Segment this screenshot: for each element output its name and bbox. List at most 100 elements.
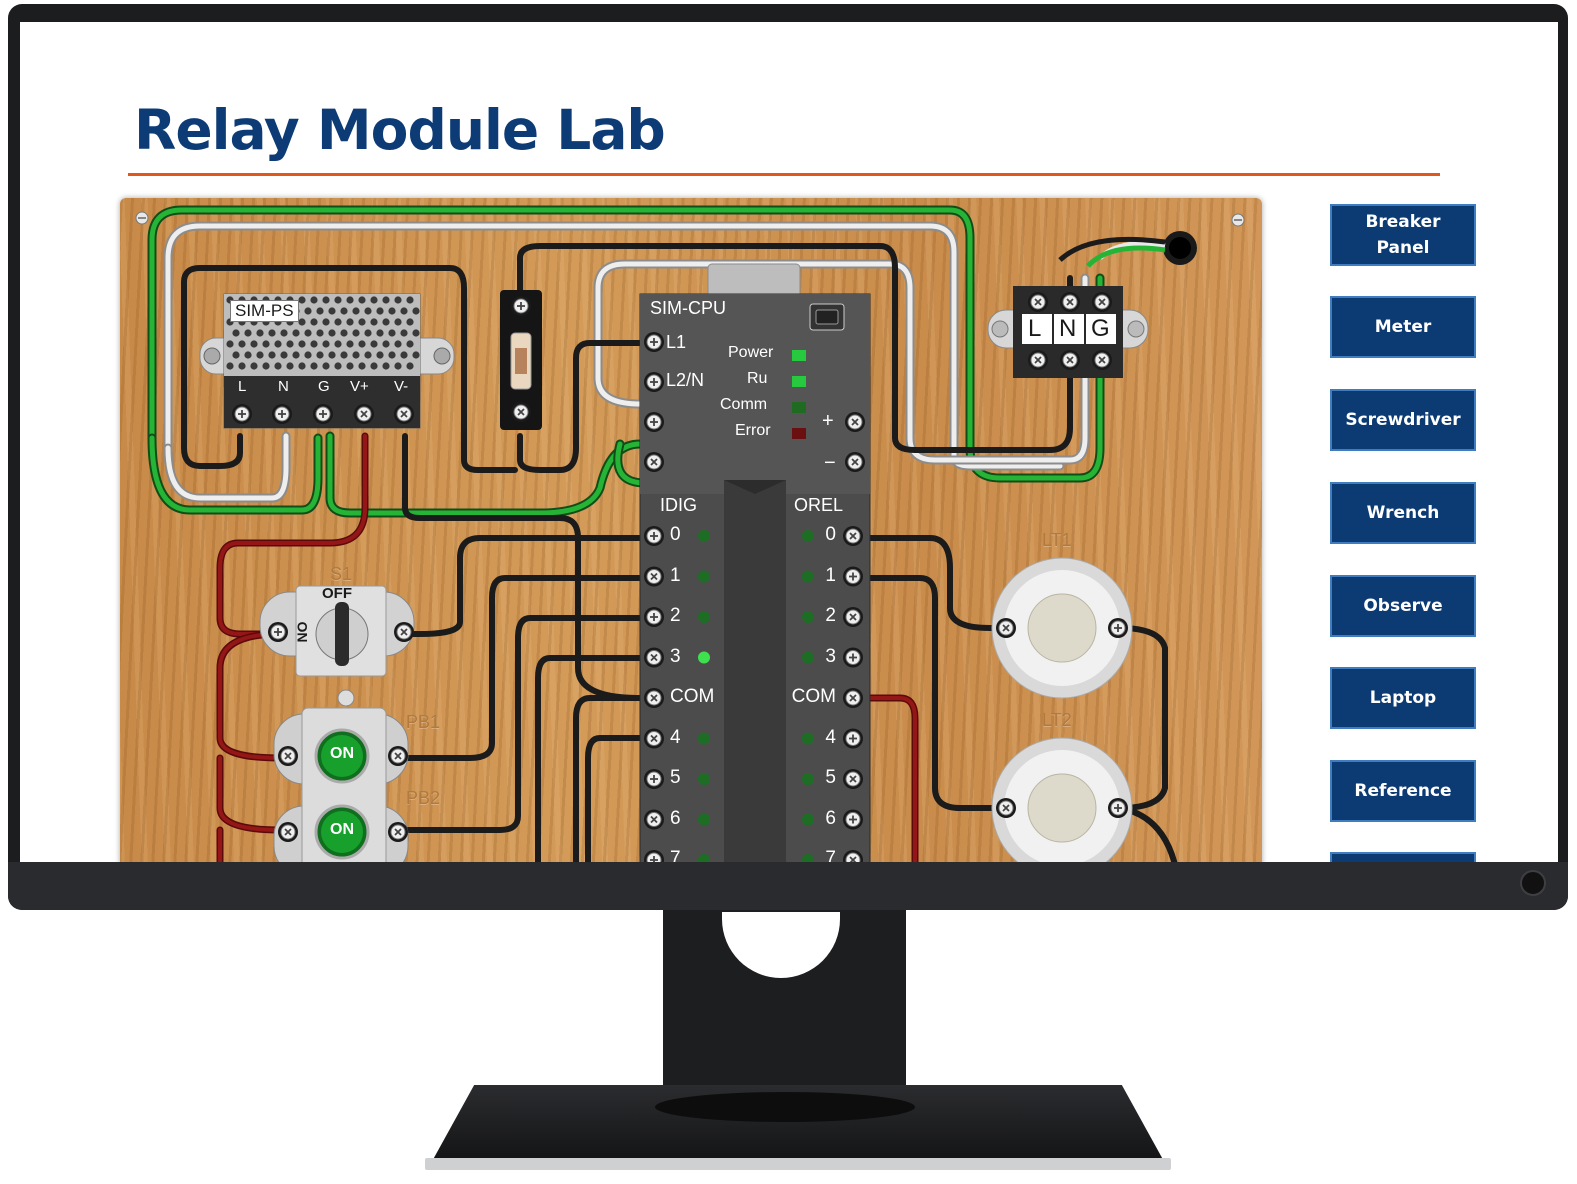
pilot-light-lt1 [991, 557, 1133, 699]
ps-terminal-label: L [238, 378, 247, 395]
input-led-icon [698, 611, 710, 623]
wiring-diagram [135, 205, 1245, 862]
terminal-screw-plus-icon [644, 332, 664, 352]
ps-terminal-label: N [278, 378, 289, 395]
breaker-panel-button[interactable]: Breaker Panel [1330, 204, 1476, 266]
monitor-bottom-edge [8, 862, 1568, 910]
page-title: Relay Module Lab [134, 98, 666, 162]
terminal-screw-icon [1060, 350, 1080, 370]
output-led-icon [802, 570, 814, 583]
status-led-icon [792, 350, 806, 361]
orel-point-label: 5 [825, 767, 836, 788]
input-led-icon [698, 570, 710, 583]
terminal-screw-icon [354, 404, 374, 424]
light-lt1-tag: LT1 [1042, 530, 1072, 550]
idig-point-label: 7 [670, 848, 681, 862]
terminal-screw-icon [644, 566, 664, 587]
idig-point-label: 1 [670, 564, 681, 586]
terminal-screw-icon [644, 452, 664, 472]
status-label-comm: Comm [720, 396, 768, 413]
status-led-icon [792, 428, 806, 439]
laptop-button[interactable]: Laptop [1330, 667, 1476, 729]
terminal-screw-icon [1028, 292, 1048, 312]
terminal-screw-icon [1092, 292, 1112, 312]
terminal-screw-icon [843, 769, 863, 789]
input-led-icon [698, 651, 710, 664]
terminal-screw-plus-icon [268, 622, 288, 642]
pb1-on-button[interactable]: ON [330, 745, 354, 762]
terminal-screw-icon [278, 746, 298, 766]
stand-foot-shadow [655, 1092, 915, 1122]
terminal-screw-plus-icon [1108, 798, 1128, 818]
more-button[interactable] [1330, 852, 1476, 862]
output-led-icon [802, 854, 814, 862]
output-led-icon [802, 651, 814, 664]
output-led-icon [802, 813, 814, 826]
sim-cpu-module [639, 263, 871, 862]
pb2-on-button[interactable]: ON [330, 821, 354, 838]
terminal-screw-icon [1092, 350, 1112, 370]
terminal-screw-plus-icon [843, 647, 863, 668]
status-label-error: Error [735, 422, 771, 439]
input-led-icon [698, 530, 710, 542]
terminal-screw-icon [511, 402, 531, 422]
pb1-tag: PB1 [406, 712, 441, 732]
terminal-screw-icon [644, 809, 664, 830]
terminal-screw-icon [845, 412, 865, 432]
board-screw-icon [1231, 213, 1245, 227]
idig-point-label: 4 [670, 726, 681, 748]
pb2-tag: PB2 [406, 788, 441, 808]
output-led-icon [802, 530, 814, 542]
terminal-screw-plus-icon [644, 850, 664, 862]
power-supply-label: SIM-PS [230, 300, 299, 322]
cpu-input-l1: L1 [666, 332, 687, 352]
observe-button[interactable]: Observe [1330, 575, 1476, 637]
terminal-screw-plus-icon [843, 566, 863, 587]
status-label-run: Ru [747, 370, 768, 387]
terminal-screw-plus-icon [644, 412, 664, 432]
terminal-screw-plus-icon [644, 526, 664, 546]
terminal-screw-icon [394, 622, 414, 642]
orel-point-label: COM [791, 686, 836, 707]
output-led-icon [802, 773, 814, 785]
idig-point-label: 0 [670, 524, 681, 545]
terminal-screw-icon [388, 746, 408, 766]
idig-point-label: COM [670, 686, 715, 707]
light-lt2-tag: LT2 [1042, 710, 1072, 730]
orel-point-label: 6 [825, 807, 836, 829]
terminal-screw-icon [394, 404, 414, 424]
terminal-screw-icon [644, 647, 664, 668]
terminal-letter-l: L [1028, 315, 1042, 342]
meter-button[interactable]: Meter [1330, 296, 1476, 358]
terminal-screw-icon [843, 607, 863, 627]
fuse-holder [500, 290, 542, 430]
cpu-plus-label: + [822, 410, 834, 432]
stand-foot-base [425, 1158, 1171, 1170]
board-screw-icon [135, 211, 149, 225]
switch-on-label: ON [294, 621, 311, 643]
terminal-screw-icon [843, 688, 863, 708]
orel-point-label: 4 [825, 726, 836, 748]
cable-grommet-icon [1058, 231, 1197, 268]
reference-button[interactable]: Reference [1330, 760, 1476, 822]
ps-terminal-label: G [318, 378, 330, 395]
cpu-input-l2n: L2/N [666, 370, 705, 390]
ps-terminal-label: V+ [350, 378, 369, 395]
idig-point-label: 2 [670, 605, 681, 626]
terminal-screw-icon [644, 688, 664, 708]
orel-label: OREL [794, 495, 844, 515]
terminal-screw-plus-icon [232, 404, 252, 424]
ps-terminal-label: V- [394, 378, 409, 395]
output-led-icon [802, 611, 814, 623]
switch-off-label: OFF [322, 585, 352, 602]
status-led-icon [792, 402, 806, 413]
terminal-screw-plus-icon [644, 372, 664, 392]
terminal-screw-plus-icon [644, 769, 664, 789]
pilot-light-lt2 [991, 737, 1133, 862]
wrench-button[interactable]: Wrench [1330, 482, 1476, 544]
orel-point-label: 3 [825, 645, 836, 667]
power-button-icon [1520, 870, 1546, 896]
terminal-letter-n: N [1059, 315, 1077, 342]
screwdriver-button[interactable]: Screwdriver [1330, 389, 1476, 451]
terminal-screw-plus-icon [644, 607, 664, 627]
